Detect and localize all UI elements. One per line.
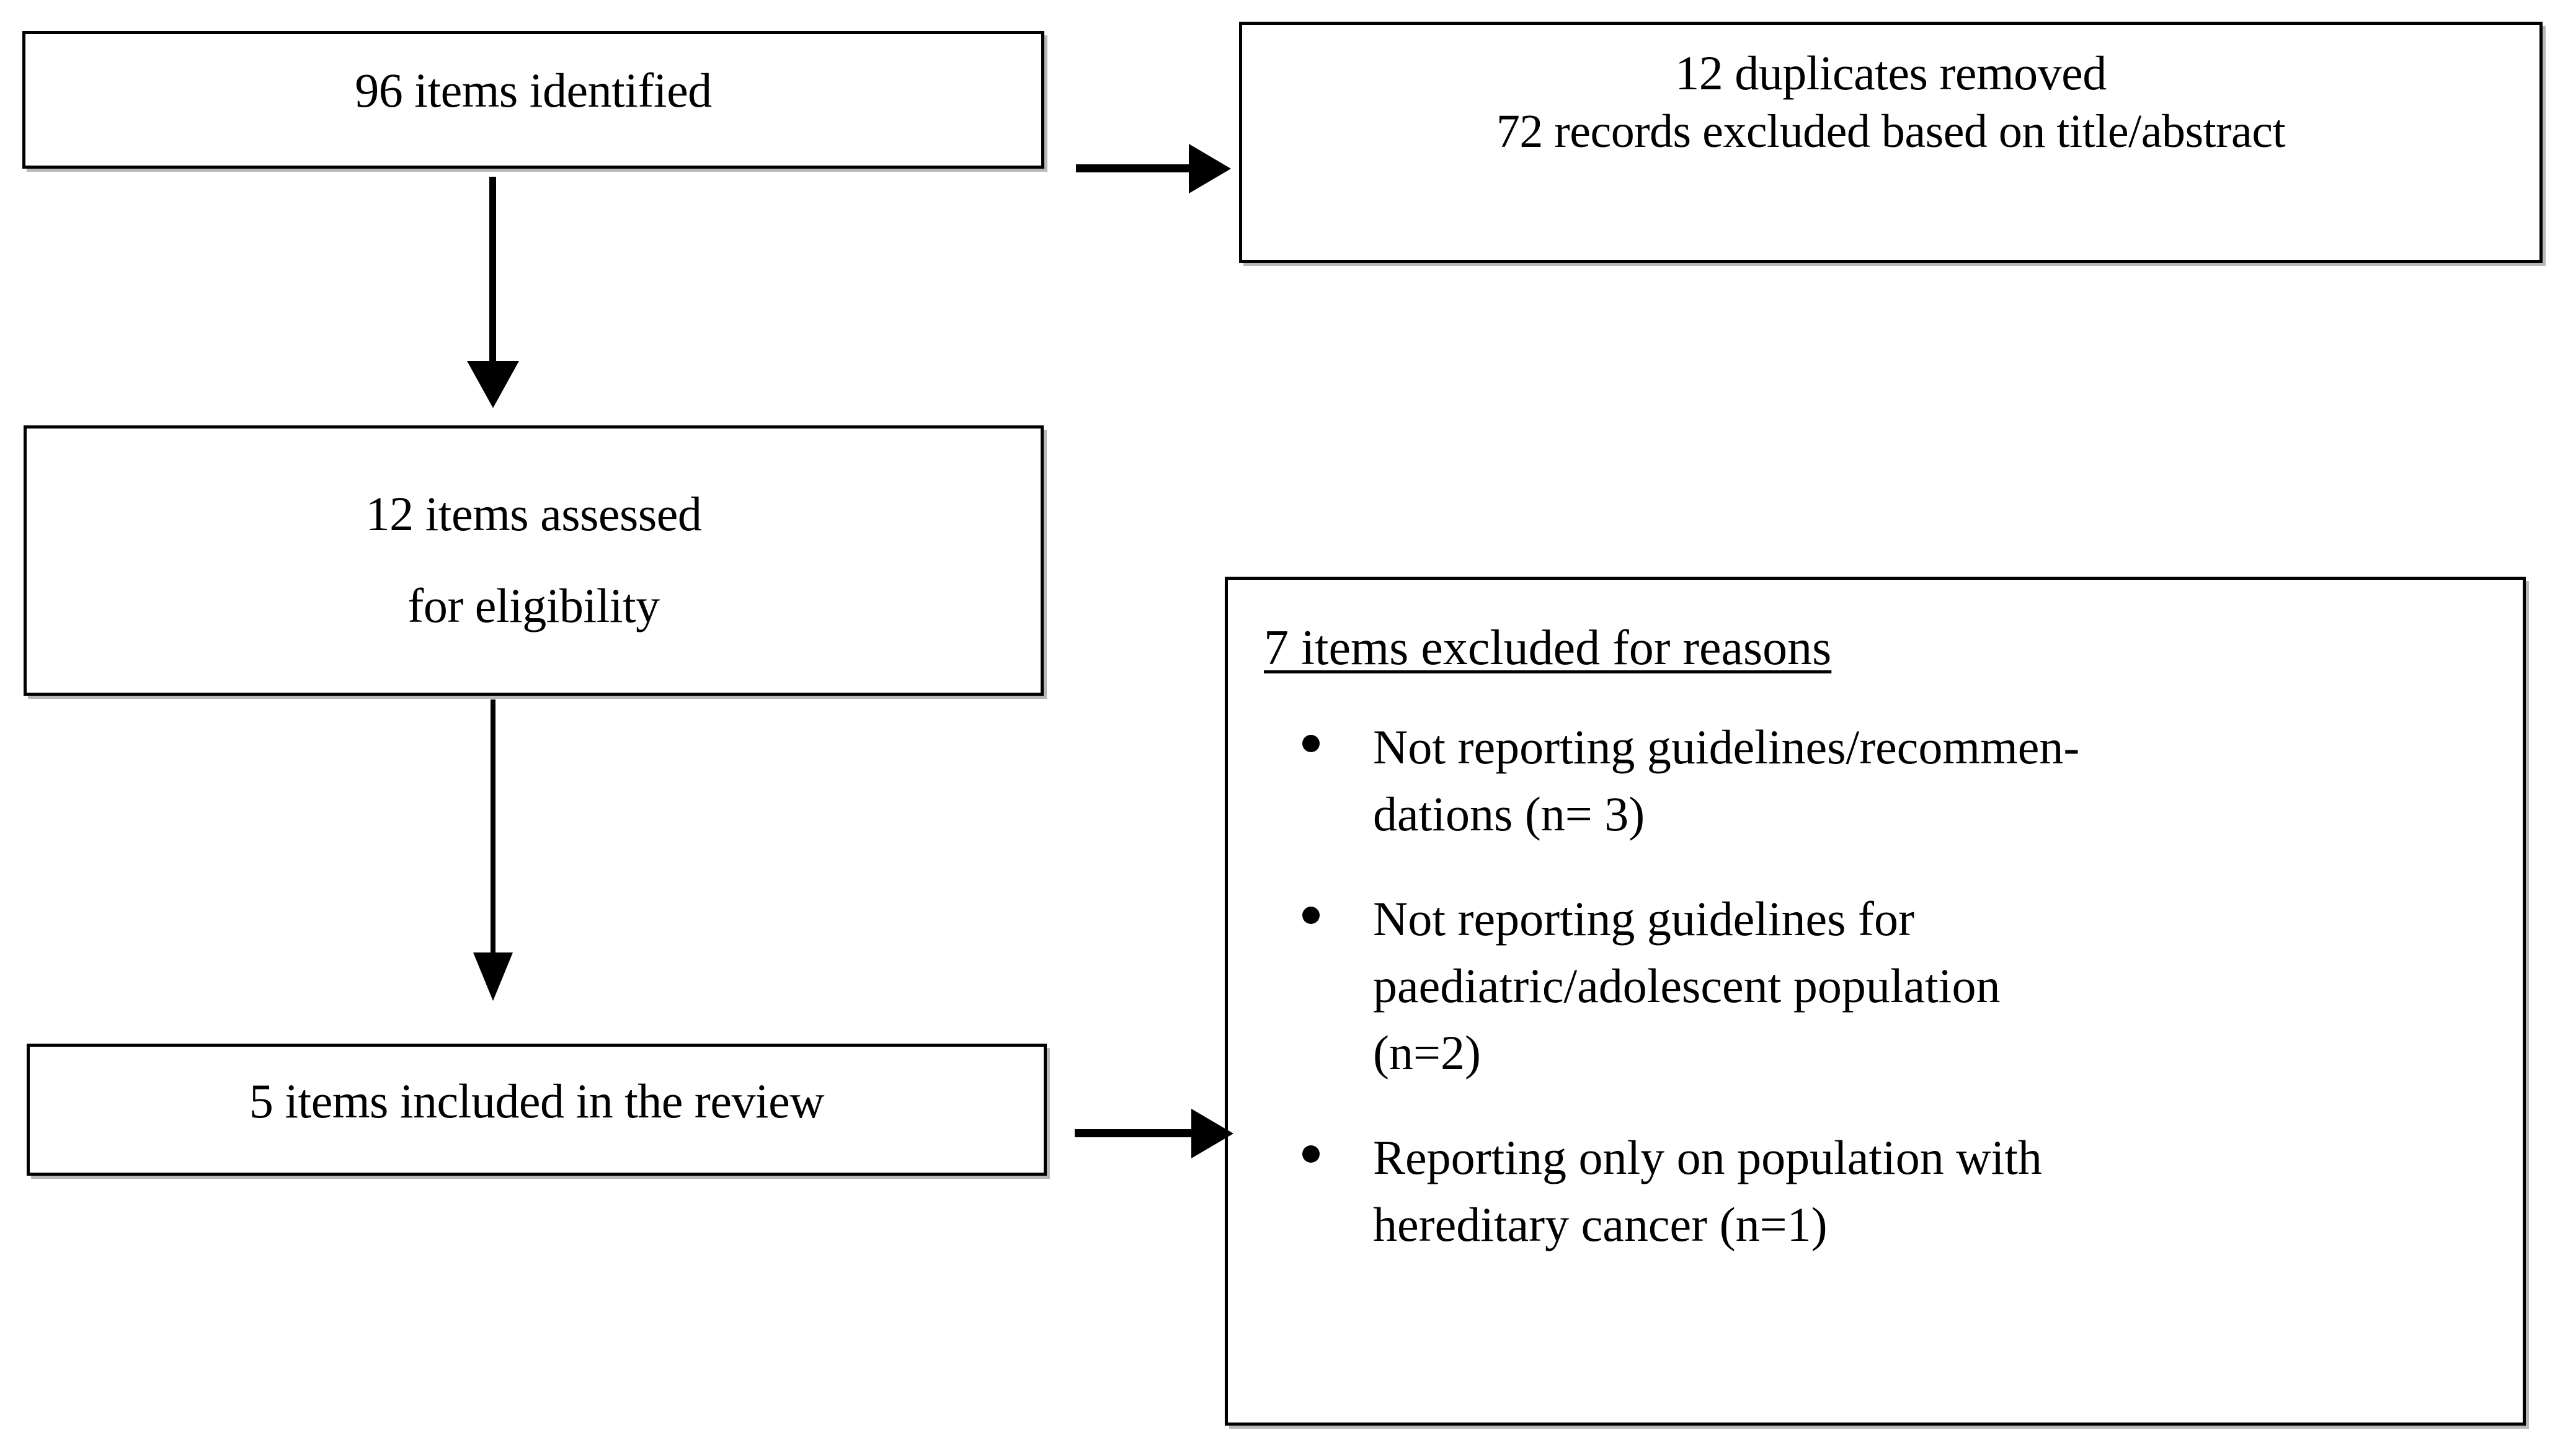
exclusion-reason-line: dations (n= 3)	[1373, 786, 1645, 841]
assessed-box-line-1: 12 items assessed	[365, 487, 702, 541]
exclusion-reason-line: Reporting only on population with	[1373, 1130, 2042, 1185]
excluded-box-heading: 7 items excluded for reasons	[1264, 621, 1832, 675]
arrow-shaft	[491, 699, 495, 954]
removed-box-line-1: 12 duplicates removed	[1675, 46, 2107, 100]
removed-box[interactable]: 12 duplicates removed 72 records exclude…	[1239, 22, 2543, 263]
arrow-shaft	[489, 177, 496, 363]
excluded-box-content: 7 items excluded for reasons Not reporti…	[1264, 621, 2498, 1258]
bullet-icon	[1302, 1145, 1320, 1163]
included-box[interactable]: 5 items included in the review	[27, 1044, 1047, 1176]
exclusion-reason-item: Not reporting guidelines/recommen- datio…	[1264, 714, 2498, 847]
excluded-box[interactable]: 7 items excluded for reasons Not reporti…	[1225, 577, 2526, 1426]
arrow-head-icon	[467, 361, 519, 408]
arrow-shaft	[1076, 164, 1194, 172]
exclusion-reason-line: Not reporting guidelines for	[1373, 892, 1914, 946]
exclusion-reason-item: Reporting only on population with heredi…	[1264, 1124, 2498, 1258]
exclusion-reason-line: Not reporting guidelines/recommen-	[1373, 720, 2080, 774]
arrow-shaft	[1075, 1129, 1196, 1137]
exclusion-reason-item: Not reporting guidelines for paediatric/…	[1264, 886, 2498, 1086]
assessed-box-line-2: for eligibility	[407, 579, 660, 633]
bullet-icon	[1302, 735, 1320, 752]
exclusion-reason-line: (n=2)	[1373, 1025, 1481, 1080]
arrow-head-icon	[1189, 144, 1231, 193]
included-box-label: 5 items included in the review	[249, 1074, 825, 1128]
identified-box-label: 96 items identified	[355, 63, 712, 117]
bullet-icon	[1302, 907, 1320, 925]
exclusion-reason-list: Not reporting guidelines/recommen- datio…	[1264, 714, 2498, 1258]
assessed-box[interactable]: 12 items assessed for eligibility	[24, 425, 1044, 696]
arrow-head-icon	[1191, 1109, 1233, 1158]
arrow-head-icon	[473, 952, 513, 1001]
identified-box[interactable]: 96 items identified	[22, 31, 1044, 169]
removed-box-line-2: 72 records excluded based on title/abstr…	[1496, 105, 2286, 158]
exclusion-reason-line: hereditary cancer (n=1)	[1373, 1197, 1828, 1251]
exclusion-reason-line: paediatric/adolescent population	[1373, 958, 2001, 1013]
